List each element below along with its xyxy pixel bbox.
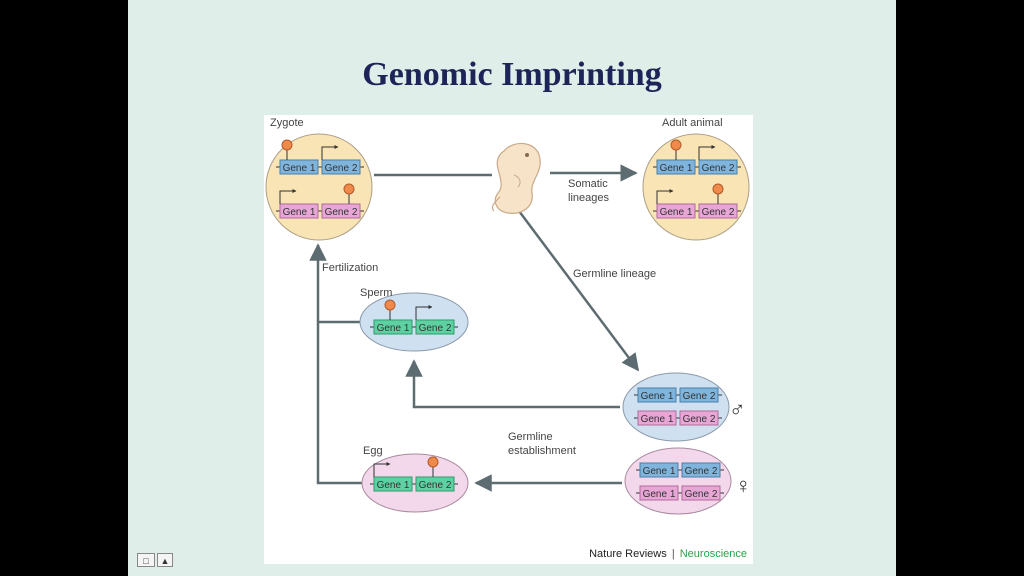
gene-box [656, 203, 696, 219]
male-maternal-genes: Gene 1 Gene 2 [634, 410, 722, 426]
gene-2-label: Gene 2 [702, 207, 735, 218]
gene-2-label: Gene 2 [685, 466, 718, 477]
methyl-mark [712, 183, 724, 195]
male-symbol: ♂ [729, 397, 746, 422]
gene-2-label: Gene 2 [685, 489, 718, 500]
gene-box [373, 476, 413, 492]
germline-lineage-label: Germline lineage [573, 268, 656, 280]
gene-box [639, 485, 679, 501]
gene-2-label: Gene 2 [683, 391, 716, 402]
imprinting-diagram: Gene 1 Gene 2 Gene 1 Gene 2 Gene 1 Gene … [264, 115, 753, 564]
promoter-arrow [279, 189, 297, 204]
promoter-arrow [373, 462, 391, 477]
journal-name: Neuroscience [679, 548, 747, 560]
publisher-name: Nature Reviews [589, 548, 667, 560]
gene-box [679, 387, 719, 403]
gene-box [373, 319, 413, 335]
sperm-genes: Gene 1 Gene 2 [370, 299, 458, 335]
male-germ-cell [622, 372, 730, 442]
gene-box [681, 462, 721, 478]
gene-box [279, 159, 319, 175]
female-maternal-genes: Gene 1 Gene 2 [636, 485, 724, 501]
gene-box [681, 485, 721, 501]
diagram-svg: Gene 1 Gene 2 Gene 1 Gene 2 Gene 1 Gene … [265, 117, 752, 515]
zygote-paternal-genes: Gene 1 Gene 2 [276, 139, 364, 175]
female-symbol: ♀ [735, 473, 752, 498]
egg-cell [361, 453, 469, 513]
gene-box [698, 159, 738, 175]
gene-2-label: Gene 2 [702, 163, 735, 174]
adult-paternal-genes: Gene 1 Gene 2 [653, 139, 741, 175]
arrow-germline-lineage [508, 198, 640, 372]
arrow-male-to-sperm [405, 359, 620, 409]
gene-1-label: Gene 1 [283, 207, 316, 218]
gene-1-label: Gene 1 [643, 466, 676, 477]
male-paternal-genes: Gene 1 Gene 2 [634, 387, 722, 403]
player-controls: □ ▲ [137, 553, 173, 567]
slide-title: Genomic Imprinting [362, 56, 662, 93]
arrow-egg-fertilization [309, 243, 362, 485]
gene-box [679, 410, 719, 426]
gene-box [321, 159, 361, 175]
gene-1-label: Gene 1 [377, 480, 410, 491]
sperm-label: Sperm [360, 287, 392, 299]
somatic-lineages-label-2: lineages [568, 192, 609, 204]
arrows [309, 164, 640, 492]
gene-1-label: Gene 1 [660, 207, 693, 218]
gene-box [321, 203, 361, 219]
somatic-lineages-label-1: Somatic [568, 178, 608, 190]
gene-1-label: Gene 1 [283, 163, 316, 174]
adult-cell [642, 133, 750, 241]
gene-box [637, 387, 677, 403]
gene-box [279, 203, 319, 219]
gene-box [637, 410, 677, 426]
display-toggle-button[interactable]: □ [137, 553, 155, 567]
egg-label: Egg [363, 445, 383, 457]
gene-2-label: Gene 2 [325, 163, 358, 174]
promoter-arrow [698, 145, 716, 160]
display-icon: □ [143, 556, 149, 566]
promoter-arrow [656, 189, 674, 204]
gene-box [415, 319, 455, 335]
credit-separator: | [671, 548, 675, 560]
methyl-mark [670, 139, 682, 151]
zygote-maternal-genes: Gene 1 Gene 2 [276, 183, 364, 219]
gene-2-label: Gene 2 [419, 480, 452, 491]
germline-establishment-label-1: Germline [508, 431, 553, 443]
expand-controls-button[interactable]: ▲ [157, 553, 173, 567]
zygote-label: Zygote [270, 117, 304, 129]
gene-1-label: Gene 1 [643, 489, 676, 500]
female-paternal-genes: Gene 1 Gene 2 [636, 462, 724, 478]
gene-2-label: Gene 2 [325, 207, 358, 218]
egg-genes: Gene 1 Gene 2 [370, 456, 458, 492]
adult-maternal-genes: Gene 1 Gene 2 [653, 183, 741, 219]
embryo-icon [491, 142, 541, 214]
gene-1-label: Gene 1 [377, 323, 410, 334]
female-germ-cell [624, 447, 732, 515]
methyl-mark [343, 183, 355, 195]
promoter-arrow [321, 145, 339, 160]
zygote-cell [265, 133, 373, 241]
figure-credit: Nature Reviews | Neuroscience [589, 548, 747, 560]
gene-box [639, 462, 679, 478]
methyl-mark [427, 456, 439, 468]
gene-1-label: Gene 1 [641, 391, 674, 402]
gene-box [415, 476, 455, 492]
gene-1-label: Gene 1 [660, 163, 693, 174]
germline-establishment-label-2: establishment [508, 445, 576, 457]
methyl-mark [281, 139, 293, 151]
methyl-mark [384, 299, 396, 311]
promoter-arrow [415, 305, 433, 320]
gene-2-label: Gene 2 [683, 414, 716, 425]
fertilization-label: Fertilization [322, 262, 378, 274]
adult-animal-label: Adult animal [662, 117, 723, 129]
gene-1-label: Gene 1 [641, 414, 674, 425]
gene-2-label: Gene 2 [419, 323, 452, 334]
